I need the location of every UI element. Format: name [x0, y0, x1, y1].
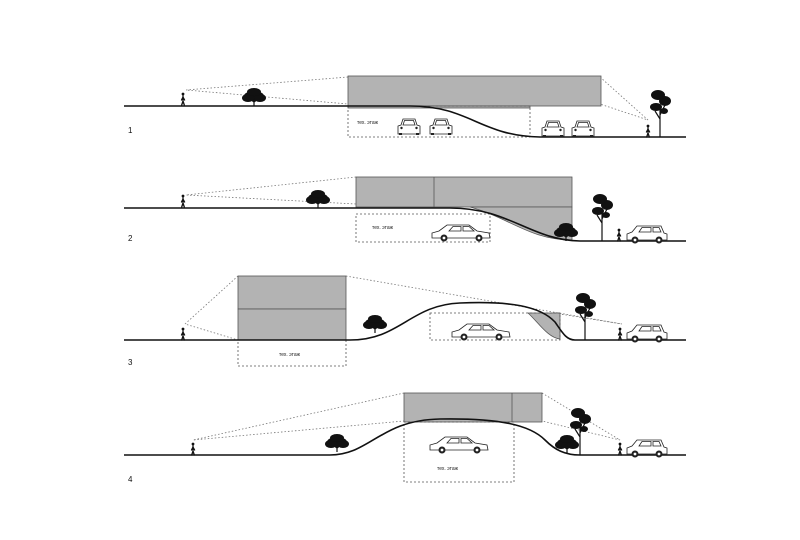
- car-icon: [397, 118, 421, 136]
- sightline: [541, 392, 621, 441]
- ground-profile: [124, 301, 686, 341]
- person-icon: [617, 326, 623, 341]
- person-icon: [180, 193, 186, 208]
- parking-outline: [429, 312, 561, 341]
- sightline: [184, 275, 239, 341]
- section-1: тех. этаж 1: [124, 75, 686, 138]
- tech-floor-outline: [347, 105, 531, 138]
- section-number: 2: [128, 234, 133, 243]
- tech-floor-label: тех. этаж: [372, 225, 394, 231]
- sightline: [345, 275, 623, 325]
- tech-floor-label: тех. этаж: [279, 352, 301, 358]
- tree-icon: [591, 193, 614, 242]
- section-number: 4: [128, 475, 133, 484]
- person-icon: [616, 227, 622, 242]
- section-number: 3: [128, 358, 133, 367]
- section-number: 1: [128, 126, 133, 135]
- ground-profile: [124, 105, 686, 138]
- person-icon: [617, 441, 623, 456]
- sightline: [599, 76, 649, 121]
- bush-icon: [362, 314, 388, 334]
- tech-floor-label: тех. этаж: [437, 466, 459, 472]
- car-icon: [429, 118, 453, 136]
- sightline: [185, 76, 349, 105]
- section-3: тех. этаж 3: [124, 275, 686, 367]
- building-mass: [355, 176, 573, 208]
- section-4: тех. этаж 4: [124, 392, 686, 484]
- person-icon: [180, 326, 186, 341]
- building-mass: [237, 275, 347, 310]
- car-icon: [451, 323, 511, 341]
- building-mass-slope: [526, 312, 561, 340]
- tech-floor-outline: [403, 421, 515, 483]
- building-mass: [403, 392, 543, 423]
- person-icon: [190, 441, 196, 456]
- tree-icon: [649, 89, 672, 138]
- ground-profile: [124, 207, 686, 242]
- bush-icon: [241, 87, 267, 107]
- ground-profile: [124, 418, 686, 456]
- building-mass: [237, 308, 347, 341]
- bush-icon: [324, 433, 350, 453]
- car-icon: [541, 120, 565, 138]
- building-mass: [347, 75, 602, 107]
- bush-icon: [305, 189, 331, 209]
- car-icon: [429, 436, 489, 454]
- car-icon: [431, 224, 491, 242]
- car-icon: [571, 120, 595, 138]
- person-icon: [645, 123, 651, 138]
- tech-floor-label: тех. этаж: [357, 120, 379, 126]
- section-2: тех. этаж 2: [124, 176, 686, 244]
- sightline: [192, 392, 405, 441]
- tech-floor-outline: [355, 213, 491, 243]
- sightline: [185, 176, 357, 205]
- person-icon: [180, 91, 186, 106]
